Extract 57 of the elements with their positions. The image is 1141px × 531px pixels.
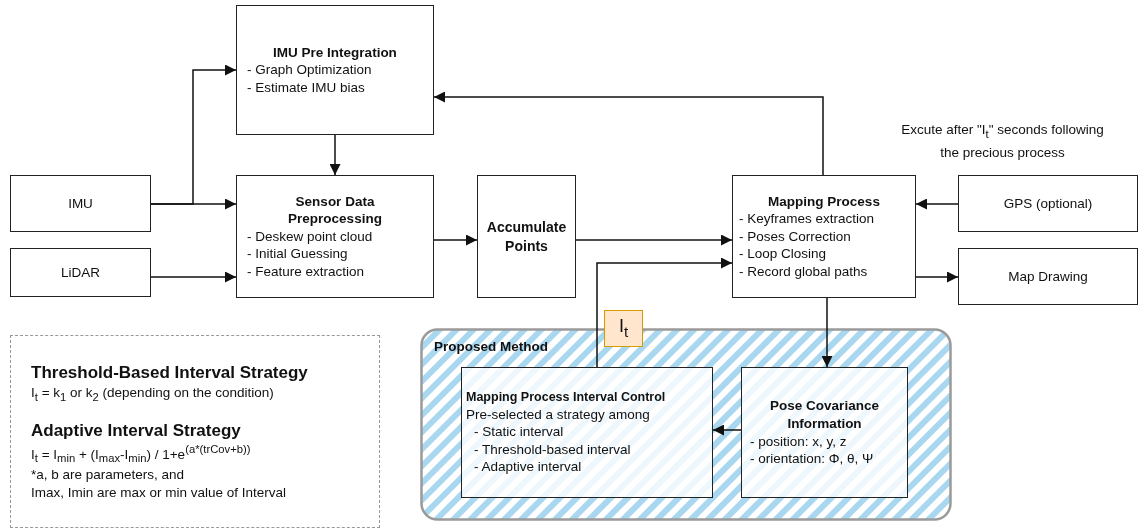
box-text: - Keyframes extraction: [739, 210, 876, 228]
strategy-heading: Adaptive Interval Strategy: [31, 420, 242, 443]
arrow: [150, 64, 237, 205]
box-text: - orientation: Φ, θ, Ψ: [750, 450, 875, 468]
box-text: - Poses Correction: [739, 227, 852, 246]
strategy-heading: Threshold-Based Interval Strategy: [31, 361, 309, 384]
box-label: IMU: [68, 194, 93, 213]
arrow: [596, 257, 733, 368]
box-title: Accumulate Points: [485, 218, 568, 255]
box-text: - Adaptive interval: [473, 458, 583, 476]
box-text: - Deskew point cloud: [247, 227, 374, 246]
process-box: [236, 175, 434, 298]
box-label: GPS (optional): [1003, 194, 1093, 213]
process-box: [461, 367, 713, 498]
box-title: Pose Covariance Information: [769, 397, 880, 433]
formula-text: I$_{t}$ = I$_{min}$ + (I$_{max}$-I$_{min}$) / 1+e$^{(a*(trCov+b))}$: [31, 442, 252, 467]
formula-text: I$_{t}$ = k$_{1}$ or k$_{2}$ (depending on the condition): [31, 383, 275, 405]
arrow: [915, 271, 959, 283]
arrow: [575, 234, 733, 246]
arrow: [821, 297, 833, 368]
process-box: [477, 175, 576, 298]
box-text: - position: x, y, z: [750, 432, 848, 451]
box-title: Sensor Data Preprocessing: [287, 192, 383, 228]
note-text: Imax, Imin are max or min value of Interval: [31, 483, 288, 502]
arrow: [915, 198, 959, 210]
arrow: [433, 234, 478, 246]
input-box: [958, 175, 1138, 232]
region-title: Proposed Method: [434, 338, 549, 356]
box-text: - Static interval: [473, 423, 565, 441]
box-text: - Initial Guessing: [247, 245, 349, 263]
box-text: - Threshold-based interval: [473, 440, 632, 459]
arrow: [712, 424, 742, 436]
process-box: [236, 5, 434, 135]
arrow: [329, 134, 341, 176]
box-title: Mapping Process: [767, 192, 881, 211]
interval-tag: [604, 310, 643, 347]
box-text: - Graph Optimization: [247, 61, 373, 79]
arrow: [433, 91, 824, 176]
box-text: - Record global paths: [739, 262, 869, 281]
output-box: [958, 248, 1138, 305]
strategy-note-box: [10, 335, 380, 528]
box-label: LiDAR: [61, 263, 100, 282]
box-title: Mapping Process Interval Control: [466, 389, 667, 406]
box-text: - Loop Closing: [739, 245, 828, 263]
box-text: - Feature extraction: [247, 262, 366, 281]
input-box: [10, 248, 151, 297]
interval-symbol: I$_{t}$: [618, 315, 629, 342]
box-text: - Estimate IMU bias: [247, 78, 366, 97]
process-box: [741, 367, 908, 498]
input-box: [10, 175, 151, 232]
box-label: Map Drawing: [1008, 267, 1088, 286]
note-text: *a, b are parameters, and: [31, 466, 186, 484]
box-text: Pre-selected a strategy among: [466, 405, 651, 424]
arrow: [150, 271, 237, 283]
timing-note: Excute after "I$_{t}$" seconds following the precious process: [900, 121, 1105, 163]
box-title: IMU Pre Integration: [272, 43, 398, 62]
process-box: [732, 175, 916, 298]
